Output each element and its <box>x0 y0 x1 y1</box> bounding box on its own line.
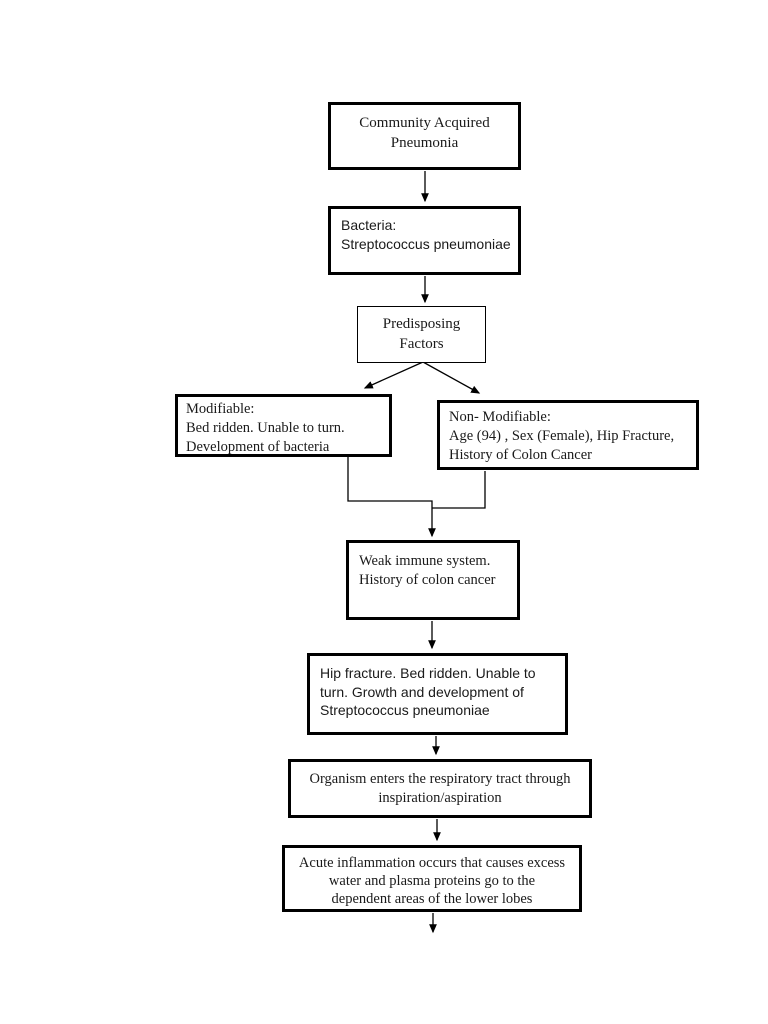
connector-branch-left-modifiable <box>363 361 424 389</box>
flowchart-box-bacteria: Bacteria: Streptococcus pneumoniae <box>328 206 521 275</box>
box-text-line: Hip fracture. Bed ridden. Unable to <box>320 665 536 681</box>
box-text-line: Factors <box>399 336 444 352</box>
box-text-line: inspiration/aspiration <box>378 790 502 806</box>
box-text-line: Bacteria: <box>341 217 397 233</box>
flowchart-box-predisposing-factors: Predisposing Factors <box>357 306 486 363</box>
box-text-line: History of Colon Cancer <box>449 447 592 463</box>
box-text-line: Community Acquired <box>359 115 490 131</box>
box-text-line: Streptococcus pneumoniae <box>320 702 490 718</box>
flowchart-box-acute-inflammation: Acute inflammation occurs that causes ex… <box>282 845 582 912</box>
box-text-line: Bed ridden. Unable to turn. <box>186 420 345 436</box>
box-text-line: turn. Growth and development of <box>320 683 524 700</box>
box-text-line: Modifiable: <box>186 401 255 417</box>
box-text-line: Organism enters the respiratory tract th… <box>309 771 571 787</box>
flowchart-box-community-acquired-pneumonia: Community Acquired Pneumonia <box>328 102 521 170</box>
flowchart-box-organism-enters: Organism enters the respiratory tract th… <box>288 759 592 818</box>
box-text-line: History of colon cancer <box>359 572 496 588</box>
box-text-line: Non- Modifiable: <box>449 409 551 425</box>
box-text-line: Pneumonia <box>390 135 459 151</box>
box-text-line: Streptococcus pneumoniae <box>341 236 511 252</box>
connector-nonmodifiable-merge <box>432 471 486 509</box>
box-text-line: Acute inflammation occurs that causes ex… <box>298 855 566 871</box>
box-text-line: Predisposing <box>382 316 461 332</box>
box-text-line: Weak immune system. <box>359 553 491 569</box>
box-text-line: water and plasma proteins go to the <box>328 873 536 889</box>
flowchart-box-hip-fracture: Hip fracture. Bed ridden. Unable to turn… <box>307 653 568 735</box>
box-text-line: Development of bacteria <box>186 439 330 455</box>
flowchart-box-weak-immune-system: Weak immune system. History of colon can… <box>346 540 520 620</box>
box-text-line: Age (94) , Sex (Female), Hip Fracture, <box>449 428 675 444</box>
connector-branch-right-nonmodifiable <box>422 361 481 394</box>
flowchart-box-modifiable: Modifiable: Bed ridden. Unable to turn. … <box>175 394 392 457</box>
box-text-line: dependent areas of the lower lobes <box>331 891 533 907</box>
connector-modifiable-merge-to-weakimmune <box>347 457 436 538</box>
flowchart-box-non-modifiable: Non- Modifiable: Age (94) , Sex (Female)… <box>437 400 699 470</box>
